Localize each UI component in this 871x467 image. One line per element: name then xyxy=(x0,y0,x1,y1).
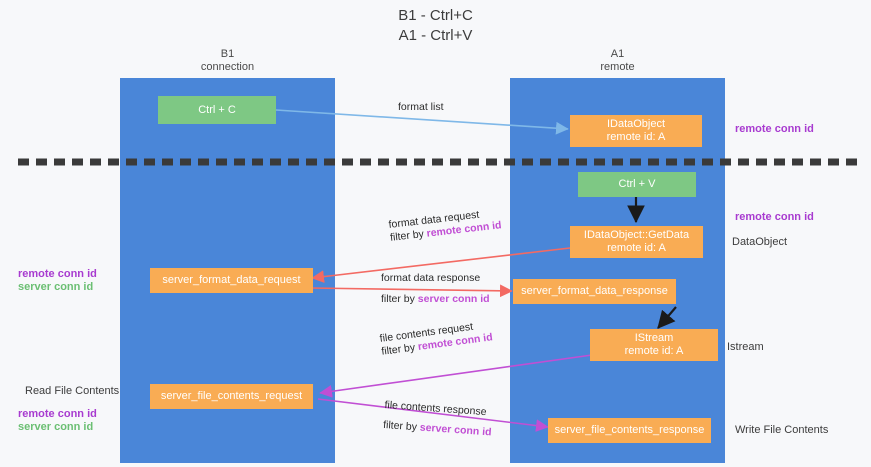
node-server-format-data-response[interactable]: server_format_data_response xyxy=(513,279,676,304)
lane-title-a1: A1 remote xyxy=(600,48,635,73)
node-ctrl-v-label: Ctrl + V xyxy=(618,178,656,190)
node-idataobject-getdata-label: IDataObject::GetData xyxy=(583,229,690,241)
label-right-dataobject: DataObject xyxy=(732,236,788,248)
flowlabel-file-contents-response: file contents response filter by server … xyxy=(383,399,494,439)
flowlabel-file-contents-request: file contents request filter by remote c… xyxy=(379,318,493,358)
node-idataobject-sublabel: remote id: A xyxy=(606,131,666,143)
label-right-istream: Istream xyxy=(727,341,764,353)
label-right-write-file-contents: Write File Contents xyxy=(735,424,829,436)
node-ctrl-c-label: Ctrl + C xyxy=(198,103,236,116)
flow-highlight: server conn id xyxy=(419,421,492,439)
label-right-remote-conn-id-top: remote conn id xyxy=(735,123,814,135)
node-server-file-contents-request[interactable]: server_file_contents_request xyxy=(150,384,313,409)
lane-title-b1: B1 connection xyxy=(200,48,255,73)
node-ctrl-c[interactable]: Ctrl + C xyxy=(158,96,276,124)
flowlabel-format-data-response-line1: format data response xyxy=(381,272,481,284)
node-istream[interactable]: IStream remote id: A xyxy=(590,329,718,361)
flowlabel-file-contents-response-line2: filter by server conn id xyxy=(383,419,492,440)
node-istream-label: IStream xyxy=(634,332,674,344)
label-right-remote-conn-id-mid: remote conn id xyxy=(735,211,814,223)
node-idataobject-label: IDataObject xyxy=(606,118,666,130)
node-ctrl-v[interactable]: Ctrl + V xyxy=(578,172,696,197)
label-left-server-conn-id: server conn id xyxy=(18,281,94,293)
flowlabel-format-list: format list xyxy=(398,101,444,114)
node-idataobject-getdata[interactable]: IDataObject::GetData remote id: A xyxy=(570,226,703,258)
node-server-file-contents-request-label: server_file_contents_request xyxy=(160,390,303,402)
flowlabel-format-data-response-line2: filter by server conn id xyxy=(381,293,490,306)
label-left-read-file-contents: Read File Contents xyxy=(25,385,120,397)
node-idataobject[interactable]: IDataObject remote id: A xyxy=(570,115,702,147)
flow-prefix: filter by xyxy=(381,293,418,305)
node-server-format-data-response-label: server_format_data_response xyxy=(521,285,668,297)
node-server-file-contents-response[interactable]: server_file_contents_response xyxy=(548,418,711,443)
flowlabel-format-list-line1: format list xyxy=(398,101,444,113)
node-istream-sublabel: remote id: A xyxy=(624,345,684,357)
label-left-remote-conn-id-2: remote conn id xyxy=(18,408,97,420)
node-idataobject-getdata-sublabel: remote id: A xyxy=(607,242,666,254)
node-server-file-contents-response-label: server_file_contents_response xyxy=(554,424,705,436)
label-left-remote-conn-id: remote conn id xyxy=(18,268,97,280)
flow-highlight: server conn id xyxy=(417,293,490,305)
flowlabel-file-contents-response-line1: file contents response xyxy=(384,399,487,419)
flowlabel-format-data-response: format data response filter by server co… xyxy=(381,272,490,306)
flow-prefix: filter by xyxy=(382,418,421,434)
flowlabel-format-data-request: format data request filter by remote con… xyxy=(388,206,502,245)
label-left-server-conn-id-2: server conn id xyxy=(18,421,94,433)
page-title: B1 - Ctrl+C A1 - Ctrl+V xyxy=(398,7,473,44)
node-server-format-data-request[interactable]: server_format_data_request xyxy=(150,268,313,293)
node-server-format-data-request-label: server_format_data_request xyxy=(162,274,301,286)
